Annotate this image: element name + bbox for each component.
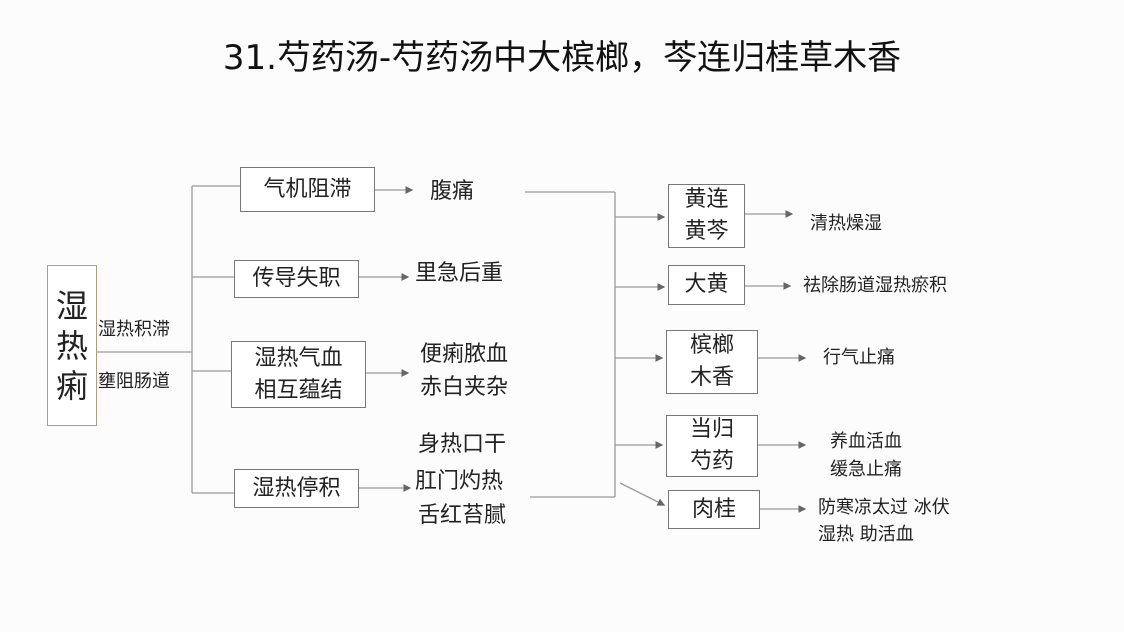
mechanism-node: 气机阻滞 — [240, 167, 375, 212]
herb-node: 当归芍药 — [666, 415, 758, 477]
effect-text: 缓急止痛 — [830, 459, 902, 480]
herb-node: 槟榔木香 — [666, 330, 758, 394]
symptom-text: 肛门灼热 — [415, 469, 504, 494]
mechanism-node: 湿热停积 — [234, 469, 359, 508]
root-edge-label-bottom: 壅阻肠道 — [98, 371, 170, 392]
root-node: 湿热痢 — [47, 265, 97, 426]
effect-text: 行气止痛 — [823, 347, 895, 368]
effect-text: 祛除肠道湿热瘀积 — [803, 275, 947, 296]
root-edge-label-top: 湿热积滞 — [98, 319, 170, 340]
symptom-text: 身热口干 — [418, 432, 507, 457]
mechanism-node: 湿热气血相互蕴结 — [231, 341, 366, 408]
effect-text: 养血活血 — [830, 431, 902, 452]
symptom-text: 里急后重 — [415, 261, 504, 286]
effect-text: 防寒凉太过 冰伏 — [818, 497, 950, 518]
symptom-text: 便痢脓血 — [420, 342, 509, 367]
herb-node: 黄连黄芩 — [668, 184, 745, 248]
symptom-text: 腹痛 — [430, 179, 475, 204]
herb-node: 肉桂 — [668, 490, 760, 529]
mechanism-node: 传导失职 — [234, 260, 359, 298]
symptom-text: 赤白夹杂 — [420, 375, 509, 400]
symptom-text: 舌红苔腻 — [418, 503, 507, 528]
effect-text: 湿热 助活血 — [818, 524, 914, 545]
herb-node: 大黄 — [668, 265, 745, 305]
page-title: 31.芍药汤-芍药汤中大槟榔，芩连归桂草木香 — [222, 38, 902, 78]
effect-text: 清热燥湿 — [810, 213, 882, 234]
